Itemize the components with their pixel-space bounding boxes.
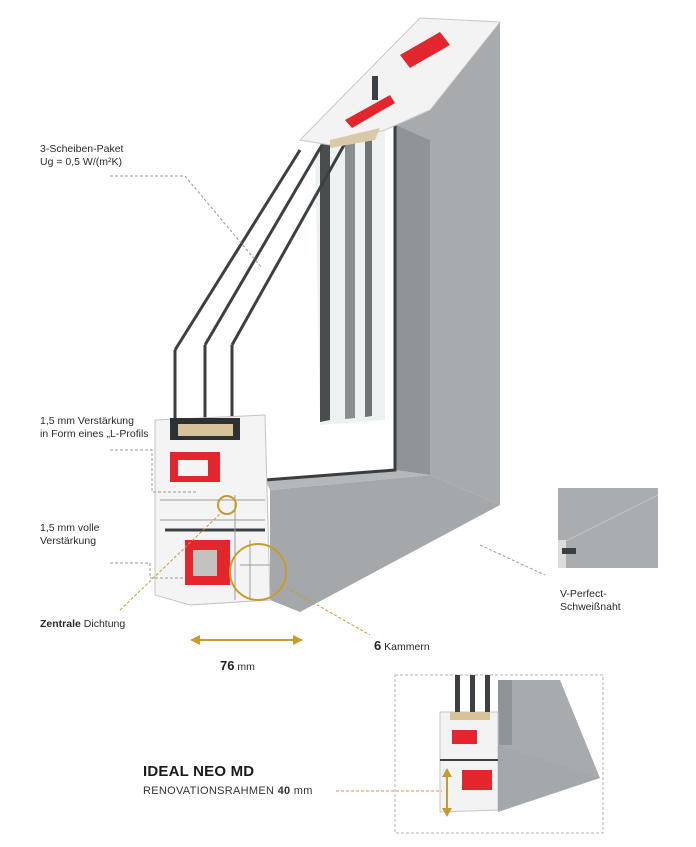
chambers-rest: Kammern — [381, 641, 430, 653]
reinforcement-full-line2: Verstärkung — [40, 535, 97, 547]
chambers-label: 6 Kammern — [374, 637, 430, 655]
product-subtitle-value: 40 — [277, 785, 291, 797]
frame-inner-bevel — [385, 120, 430, 475]
seal-highlight-circle — [217, 495, 237, 515]
product-name: IDEAL NEO MD — [143, 763, 255, 780]
glazing-label-line1: 3-Scheiben-Paket — [40, 143, 124, 155]
seal-label-rest: Dichtung — [80, 618, 126, 630]
renovation-inset-box — [394, 674, 604, 834]
frame-horizontal-face — [270, 475, 500, 612]
depth-unit: mm — [234, 661, 255, 673]
reinf-l-leader — [110, 449, 198, 493]
glazing-label: 3-Scheiben-Paket Ug = 0,5 W/(m²K) — [40, 143, 123, 169]
seal-label-bold: Zentrale — [40, 618, 81, 630]
weld-leader — [479, 544, 546, 576]
chambers-value: 6 — [374, 638, 382, 653]
reinf-full-leader — [110, 562, 185, 579]
weld-label-line1: V-Perfect- — [560, 588, 607, 600]
reinforcement-l-line2: in Form eines „L-Profils — [40, 428, 149, 440]
reinforcement-full-label: 1,5 mm volle Verstärkung — [40, 522, 100, 548]
frame-vertical-face — [385, 22, 500, 505]
frame-bottom-bevel — [265, 470, 430, 490]
depth-value: 76 — [220, 658, 235, 673]
weld-label-line2: Schweißnaht — [560, 601, 621, 613]
seal-leader — [119, 511, 223, 611]
product-subtitle: RENOVATIONSRAHMEN 40 mm — [143, 785, 313, 797]
chambers-leader — [281, 584, 371, 636]
renovation-inset-illustration — [439, 675, 600, 813]
weld-label: V-Perfect- Schweißnaht — [560, 588, 621, 614]
chambers-highlight-circle — [229, 543, 287, 601]
depth-label: 76 mm — [220, 657, 255, 675]
glazing-label-line2: Ug = 0,5 W/(m²K) — [40, 156, 122, 168]
reinforcement-full-line1: 1,5 mm volle — [40, 522, 100, 534]
reinforcement-l-label: 1,5 mm Verstärkung in Form eines „L-Prof… — [40, 415, 149, 441]
product-subtitle-prefix: RENOVATIONSRAHMEN — [143, 785, 278, 797]
seal-label: Zentrale Dichtung — [40, 618, 125, 631]
glazing-leader — [110, 175, 263, 269]
product-subtitle-unit: mm — [290, 785, 313, 797]
reinforcement-l-line1: 1,5 mm Verstärkung — [40, 415, 134, 427]
weld-detail-inset — [557, 488, 659, 568]
